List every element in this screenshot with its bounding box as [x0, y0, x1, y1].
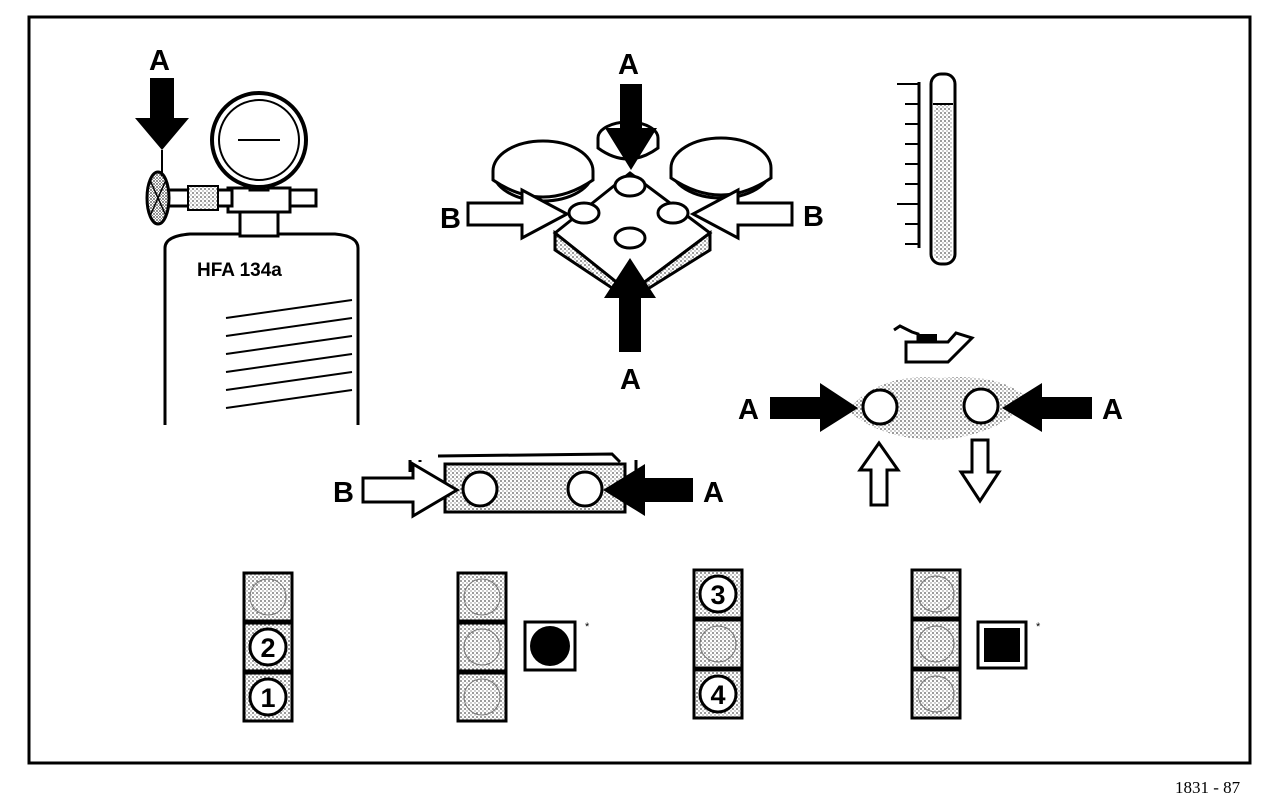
valve-block-right-label: B [803, 201, 824, 233]
indicator-number: 1 [260, 683, 275, 713]
pipe-left-label: B [333, 477, 354, 509]
cylinder-arrow-label: A [149, 45, 170, 77]
indicator-group-2 [456, 571, 508, 723]
refrigerant-cylinder: HFA 134a [145, 91, 360, 425]
indicator-number: 3 [710, 580, 725, 610]
figure-reference: 1831 - 87 [1175, 778, 1241, 797]
valve-block-top-arrow: A [605, 49, 657, 170]
indicator-dark-4: * [976, 620, 1041, 670]
oil-tube [848, 376, 1030, 440]
pipe-connector [408, 452, 638, 514]
valve-block-top-label: A [618, 49, 639, 81]
indicator-cell [456, 621, 508, 673]
oil-tube-right-label: A [1102, 394, 1123, 426]
pipe-left-arrow: B [333, 461, 460, 519]
indicator-4-mark: * [1036, 621, 1041, 633]
indicator-cell [910, 568, 962, 620]
indicator-dark-2: * [523, 620, 590, 672]
valve-block-left-arrow: B [440, 187, 571, 241]
indicator-cell [910, 618, 962, 670]
indicator-cell [456, 671, 508, 723]
valve-block-left-label: B [440, 203, 461, 235]
indicator-cell: 3 [692, 568, 744, 620]
oil-tube-right-arrow: A [1002, 383, 1123, 432]
oil-tube-left-label: A [738, 394, 759, 426]
cylinder-valve-arrow: A [135, 45, 189, 176]
indicator-cell [242, 571, 294, 623]
indicator-number: 2 [260, 633, 275, 663]
oil-tube-up-arrow [857, 440, 901, 507]
valve-block-right-arrow: B [689, 187, 824, 241]
pipe-right-arrow: A [603, 464, 724, 516]
indicator-group-1: 21 [242, 571, 294, 723]
valve-block-bottom-arrow: A [604, 258, 656, 396]
oil-tube-down-arrow [958, 438, 1002, 504]
graduated-tube [897, 72, 957, 266]
oil-tube-left-arrow: A [738, 383, 858, 432]
indicator-group-4 [910, 568, 962, 720]
indicator-cell [456, 571, 508, 623]
valve-block-bottom-label: A [620, 364, 641, 396]
oil-can-icon [893, 324, 975, 364]
pipe-right-label: A [703, 477, 724, 509]
indicator-number: 4 [710, 680, 725, 710]
figure-frame [27, 15, 1252, 765]
indicator-group-3: 34 [692, 568, 744, 720]
indicator-cell: 2 [242, 621, 294, 673]
indicator-2-mark: * [585, 621, 590, 633]
indicator-cell [692, 618, 744, 670]
cylinder-label: HFA 134a [197, 260, 282, 281]
indicator-cell: 1 [242, 671, 294, 723]
indicator-cell: 4 [692, 668, 744, 720]
indicator-cell [910, 668, 962, 720]
